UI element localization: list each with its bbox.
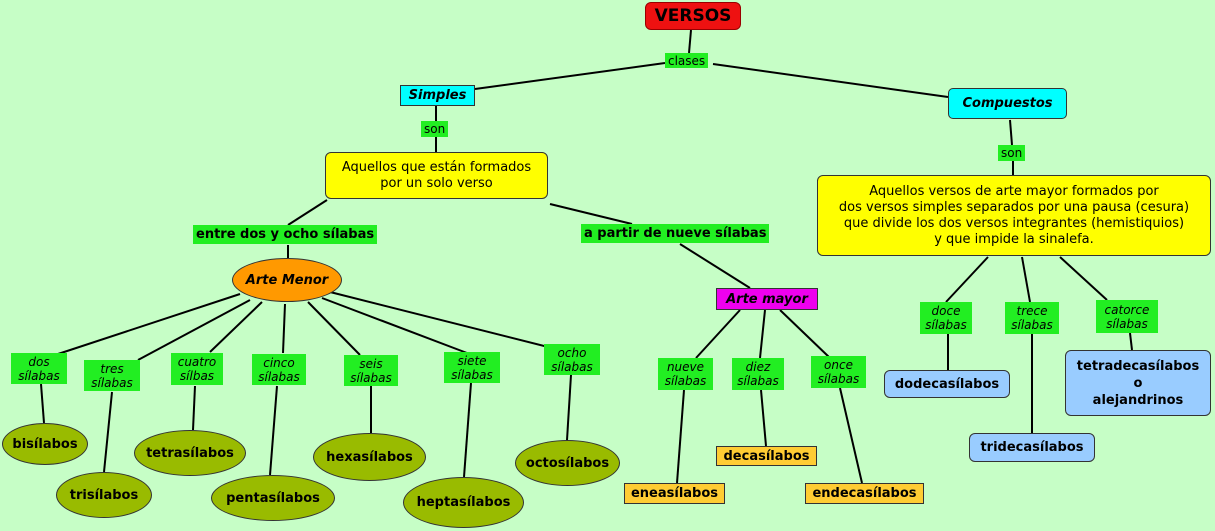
connector <box>282 303 286 354</box>
connector <box>287 199 328 226</box>
octosilabos-concept: octosílabos <box>515 440 620 486</box>
decasilabos-concept: decasílabos <box>716 446 817 466</box>
tridecasilabos-concept: tridecasílabos <box>969 433 1095 462</box>
connector <box>839 387 863 484</box>
tetrasilabos-concept: tetrasílabos <box>134 430 246 476</box>
connector <box>307 301 361 356</box>
link-doce-silabas: doce sílabas <box>920 302 972 334</box>
connector <box>209 301 263 353</box>
compuestos-concept: Compuestos <box>948 88 1067 119</box>
connector <box>1129 332 1133 351</box>
link-dos-silabas: dos sílabas <box>11 353 67 384</box>
connector <box>759 309 766 359</box>
compuestos-definition: Aquellos versos de arte mayor formados p… <box>817 175 1211 256</box>
connector <box>1009 119 1013 146</box>
connector <box>760 389 767 447</box>
bisilabos-concept: bisílabos <box>2 423 88 465</box>
connector <box>1021 256 1031 303</box>
link-seis-silabas: seis sílabas <box>344 355 398 386</box>
link-once-silabas: once sílabas <box>811 356 866 388</box>
link-cinco-silabas: cinco sílabas <box>252 354 306 385</box>
connector <box>779 309 831 359</box>
link-trece-silabas: trece sílabas <box>1005 302 1059 334</box>
connector <box>192 385 196 431</box>
link-cuatro-silbas: cuatro sílbas <box>171 353 223 385</box>
link-entre-dos-y-ocho: entre dos y ocho sílabas <box>193 225 378 244</box>
link-catorce-silabas: catorce sílabas <box>1096 300 1158 333</box>
simples-concept: Simples <box>400 85 475 106</box>
connector <box>679 243 751 289</box>
heptasilabos-concept: heptasílabos <box>403 477 524 528</box>
connector <box>549 203 633 225</box>
connector <box>474 62 666 90</box>
tetradecasilabos-concept: tetradecasílabos o alejandrinos <box>1065 350 1211 416</box>
dodecasilabos-concept: dodecasílabos <box>884 370 1010 398</box>
simples-definition: Aquellos que están formados por un solo … <box>325 152 548 199</box>
link-nueve-silabas: nueve sílabas <box>658 358 713 390</box>
endecasilabos-concept: endecasílabos <box>805 483 924 504</box>
connector <box>269 385 278 476</box>
eneasilabos-concept: eneasílabos <box>624 483 725 504</box>
trisilabos-concept: trisílabos <box>56 472 152 518</box>
link-siete-silabas: siete sílabas <box>444 352 500 383</box>
link-ocho-silabas: ocho sílabas <box>544 344 600 375</box>
connector <box>103 391 113 473</box>
link-clases: clases <box>665 53 709 68</box>
connector <box>945 256 989 303</box>
connector <box>695 309 741 359</box>
connector <box>321 297 468 354</box>
pentasilabos-concept: pentasílabos <box>211 475 335 521</box>
connector <box>137 299 251 361</box>
link-son-simples: son <box>421 121 449 137</box>
hexasilabos-concept: hexasílabos <box>313 433 426 481</box>
link-son-compuestos: son <box>998 145 1026 161</box>
connector <box>566 374 572 441</box>
versos-title: VERSOS <box>645 2 741 30</box>
connector <box>40 383 45 424</box>
link-a-partir-de-nueve: a partir de nueve sílabas <box>581 224 770 243</box>
connector <box>712 63 949 98</box>
connector <box>688 29 692 54</box>
connector <box>57 293 241 355</box>
connector <box>1059 256 1108 301</box>
arte-mayor-concept: Arte mayor <box>716 288 818 310</box>
connector <box>329 291 561 351</box>
link-tres-silabas: tres sílabas <box>84 360 140 391</box>
link-diez-silabas: diez sílabas <box>732 358 784 390</box>
connector <box>463 382 472 478</box>
arte-menor-concept: Arte Menor <box>232 258 342 302</box>
connector <box>676 389 685 484</box>
